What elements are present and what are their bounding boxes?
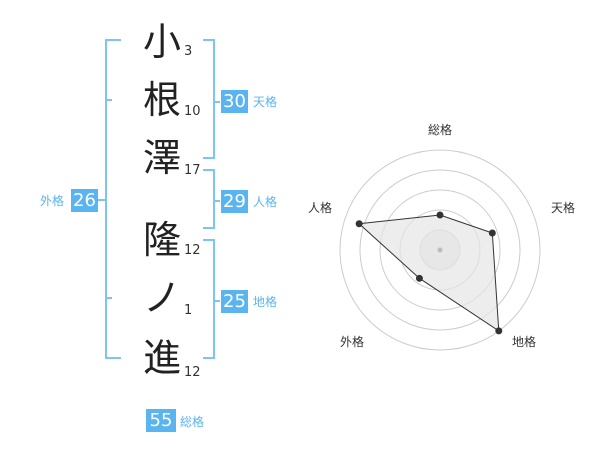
name-char-2: 根 [142, 78, 181, 122]
stroke-count-4: 12 [184, 243, 201, 258]
gaikaku-label: 外格 [40, 194, 65, 208]
name-char-3: 澤 [142, 136, 181, 180]
stroke-count-5: 1 [184, 303, 193, 318]
radar-axis-label-2: 天格 [551, 201, 576, 215]
stroke-count-2: 10 [184, 104, 201, 119]
gaikaku-badge: 26 [71, 189, 98, 212]
radar-point-1 [436, 211, 444, 219]
name-char-5: ノ [142, 276, 181, 320]
tenkaku-badge: 30 [221, 90, 248, 113]
soukaku-label: 総格 [180, 415, 205, 429]
tenkaku-label: 天格 [253, 95, 278, 109]
stroke-count-6: 12 [184, 365, 201, 380]
name-char-6: 進 [142, 336, 181, 380]
stroke-count-3: 17 [184, 163, 201, 178]
radar-axis-label-3: 地格 [512, 335, 537, 349]
radar-center-dot [437, 247, 443, 253]
jinkaku-label: 人格 [253, 195, 278, 209]
chikaku-badge: 25 [221, 290, 248, 313]
stroke-count-1: 3 [184, 44, 193, 59]
radar-point-2 [488, 229, 496, 237]
name-char-4: 隆 [142, 218, 181, 262]
radar-point-5 [355, 220, 363, 228]
radar-polygon [357, 214, 500, 332]
radar-point-4 [415, 274, 423, 282]
radar-axis-label-4: 外格 [340, 335, 365, 349]
name-char-1: 小 [142, 20, 181, 64]
radar-axis-label-5: 人格 [308, 201, 333, 215]
soukaku-badge: 55 [146, 409, 176, 432]
jinkaku-badge: 29 [221, 190, 248, 213]
radar-axis-label-1: 総格 [428, 123, 453, 137]
radar-point-3 [495, 327, 503, 335]
chikaku-label: 地格 [253, 295, 278, 309]
